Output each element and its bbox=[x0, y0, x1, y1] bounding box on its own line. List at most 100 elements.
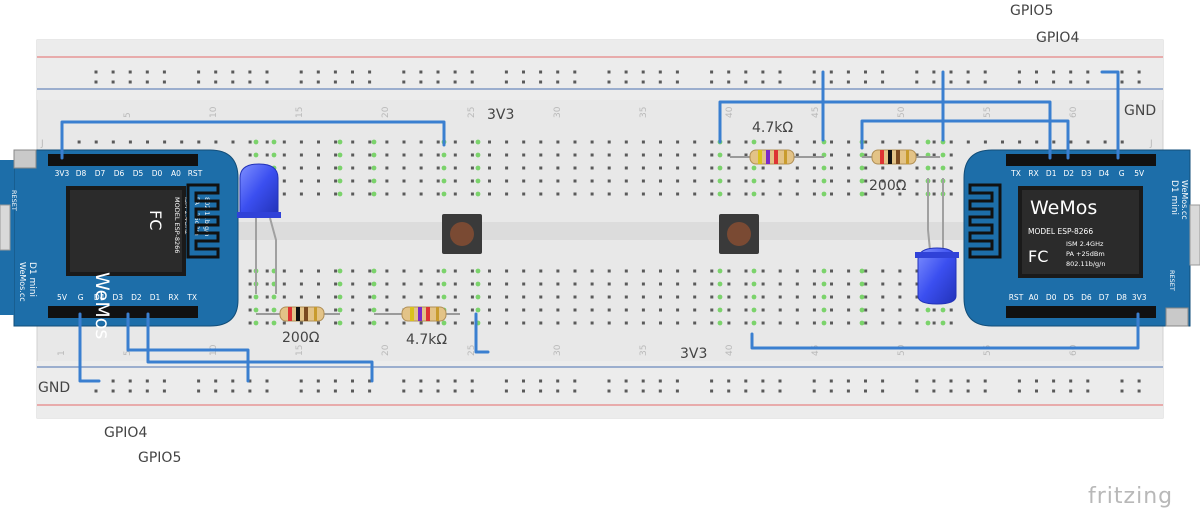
column-number-bottom: 1 bbox=[57, 350, 67, 356]
push-button-left[interactable] bbox=[442, 214, 482, 254]
breadboard-hole bbox=[727, 295, 731, 299]
breadboard-hole bbox=[744, 179, 748, 183]
breadboard-hole bbox=[522, 192, 526, 196]
connected-hole bbox=[821, 307, 827, 313]
breadboard-hole bbox=[522, 179, 526, 183]
breadboard-hole bbox=[419, 295, 423, 299]
connected-hole bbox=[859, 178, 865, 184]
breadboard-hole bbox=[231, 140, 235, 144]
rail-hole bbox=[710, 389, 714, 393]
rail-hole bbox=[983, 80, 987, 84]
rail-hole bbox=[1120, 389, 1124, 393]
label-gnd-right: GND bbox=[1124, 103, 1156, 119]
rail-hole bbox=[248, 80, 252, 84]
rail-hole bbox=[1035, 379, 1038, 383]
breadboard-hole bbox=[607, 269, 611, 273]
breadboard-hole bbox=[795, 192, 799, 196]
connected-hole bbox=[337, 294, 343, 300]
column-number-top: 5 bbox=[123, 112, 133, 118]
breadboard-hole bbox=[795, 308, 799, 312]
breadboard-hole bbox=[590, 321, 594, 325]
breadboard-hole bbox=[265, 321, 269, 325]
breadboard-hole bbox=[830, 269, 833, 273]
antenna-icon-right bbox=[968, 183, 1002, 259]
breadboard-hole bbox=[351, 269, 355, 273]
breadboard-hole bbox=[488, 321, 491, 325]
push-button-right[interactable] bbox=[719, 214, 759, 254]
breadboard-hole bbox=[641, 269, 645, 273]
breadboard-hole bbox=[146, 140, 149, 144]
connected-hole bbox=[475, 191, 481, 197]
connected-hole bbox=[717, 191, 723, 197]
breadboard-hole bbox=[419, 153, 423, 157]
rail-hole bbox=[419, 70, 423, 74]
rail-hole bbox=[470, 70, 474, 74]
rail-hole bbox=[453, 80, 457, 84]
breadboard-hole bbox=[590, 295, 594, 299]
rail-hole bbox=[1069, 379, 1073, 383]
resistor-right-200 bbox=[862, 149, 940, 165]
breadboard-hole bbox=[727, 282, 731, 286]
breadboard-hole bbox=[710, 166, 714, 170]
breadboard-hole bbox=[641, 308, 645, 312]
rail-hole bbox=[145, 70, 149, 74]
breadboard-hole bbox=[248, 153, 252, 157]
breadboard-holes bbox=[60, 70, 1141, 393]
pin-label: D1 bbox=[150, 293, 161, 302]
breadboard-hole bbox=[624, 140, 628, 144]
breadboard-hole bbox=[607, 308, 611, 312]
breadboard-hole bbox=[676, 282, 680, 286]
breadboard-hole bbox=[488, 282, 491, 286]
breadboard-hole bbox=[727, 269, 731, 273]
breadboard-hole bbox=[659, 321, 662, 325]
breadboard-hole bbox=[812, 321, 816, 325]
breadboard-hole bbox=[864, 282, 868, 286]
rail-hole bbox=[111, 379, 115, 383]
module-spec-right-2: PA +25dBm bbox=[1066, 250, 1105, 258]
breadboard-hole bbox=[778, 140, 782, 144]
breadboard-hole bbox=[470, 321, 474, 325]
rail-hole bbox=[624, 80, 628, 84]
breadboard-hole bbox=[744, 166, 748, 170]
breadboard-hole bbox=[949, 321, 953, 325]
breadboard-hole bbox=[539, 295, 543, 299]
rail-hole bbox=[624, 389, 628, 393]
breadboard-hole bbox=[385, 321, 389, 325]
breadboard-hole bbox=[898, 140, 902, 144]
rail-hole bbox=[265, 80, 269, 84]
rail-hole bbox=[675, 389, 679, 393]
rail-hole bbox=[316, 80, 320, 84]
connected-hole bbox=[859, 165, 865, 171]
rail-hole bbox=[470, 389, 474, 393]
fritzing-watermark: fritzing bbox=[1088, 484, 1173, 509]
breadboard-hole bbox=[488, 166, 491, 170]
rail-hole bbox=[573, 389, 577, 393]
rail-hole bbox=[402, 389, 406, 393]
connected-hole bbox=[859, 320, 865, 326]
breadboard-hole bbox=[847, 295, 851, 299]
pin-label: D5 bbox=[133, 169, 144, 178]
rail-hole bbox=[641, 379, 645, 383]
row-letter-left-top: J bbox=[40, 139, 44, 149]
breadboard-hole bbox=[385, 269, 389, 273]
rail-hole bbox=[641, 389, 645, 393]
rail-hole bbox=[966, 80, 970, 84]
breadboard-hole bbox=[505, 295, 509, 299]
label-resistor-left-47k: 4.7kΩ bbox=[406, 332, 447, 348]
rail-hole bbox=[231, 70, 235, 74]
pin-label: G bbox=[1119, 169, 1125, 178]
breadboard-hole bbox=[932, 140, 936, 144]
side-brand: WeMos.cc bbox=[18, 262, 27, 302]
breadboard-hole bbox=[830, 179, 833, 183]
rail-hole bbox=[675, 70, 679, 74]
rail-hole bbox=[829, 80, 833, 84]
breadboard-hole bbox=[812, 282, 816, 286]
connected-hole bbox=[821, 268, 827, 274]
column-number-bottom: 45 bbox=[811, 345, 821, 356]
breadboard-hole bbox=[402, 179, 406, 183]
breadboard-hole bbox=[385, 192, 389, 196]
pin-label: D6 bbox=[1081, 293, 1092, 302]
rail-hole bbox=[1017, 389, 1021, 393]
breadboard-hole bbox=[932, 321, 936, 325]
breadboard-hole bbox=[419, 321, 423, 325]
